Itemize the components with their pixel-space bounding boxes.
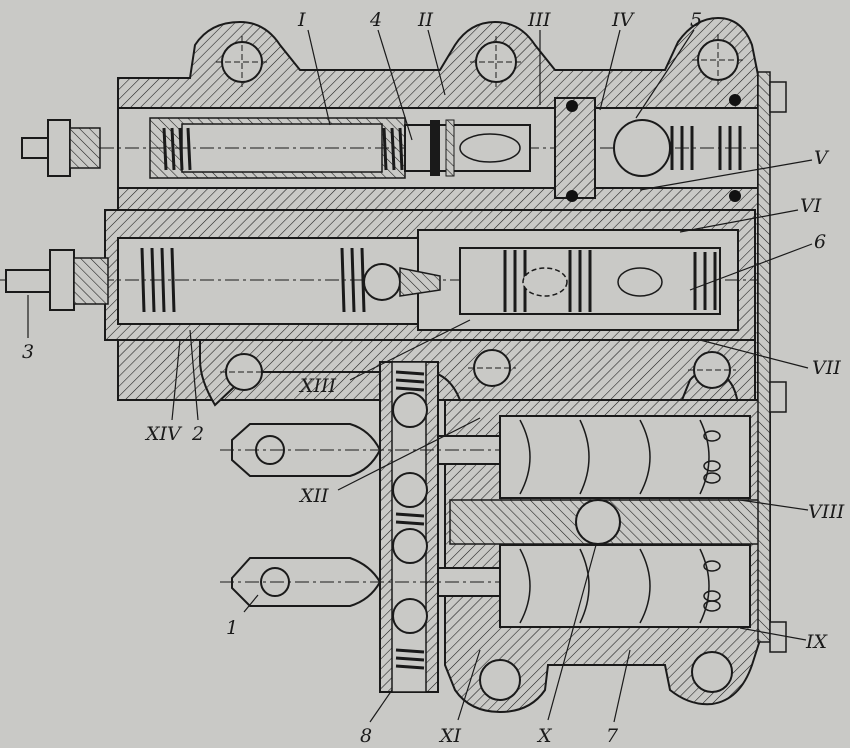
label-8: 8 [360, 725, 372, 747]
label-1: 1 [226, 617, 238, 639]
label-4: 4 [369, 9, 382, 31]
label-XII: XII [298, 485, 329, 507]
label-7: 7 [606, 725, 619, 747]
label-3: 3 [22, 341, 34, 363]
label-IX: IX [805, 631, 829, 653]
end-cover-plate [757, 71, 787, 653]
label-XI: XI [438, 725, 462, 747]
label-XIV: XIV [144, 423, 183, 445]
label-6: 6 [814, 231, 826, 253]
valve-spool-4 [404, 119, 531, 177]
label-IV: IV [611, 9, 636, 31]
mounting-lug-top-left [216, 36, 268, 88]
mounting-lug-bottom-right [691, 651, 733, 693]
mounting-lug-top-middle [470, 36, 522, 88]
control-rod-upper [220, 423, 501, 477]
label-I: I [297, 9, 306, 31]
adjusting-screw-lower [5, 249, 109, 311]
distributor-spool-lower [519, 548, 721, 624]
adjusting-screw-upper [21, 119, 101, 177]
mounting-lug-top-right [692, 34, 744, 86]
upper-spring-right [382, 127, 404, 171]
check-ball-middle [363, 263, 441, 301]
label-VIII: VIII [808, 501, 845, 523]
detent-housing-8 [379, 361, 439, 693]
label-V: V [814, 147, 830, 169]
leader-lines [27, 29, 813, 723]
valve-seat-5 [554, 97, 742, 199]
label-III: III [527, 9, 551, 31]
upper-spring-left [162, 127, 192, 171]
label-VI: VI [800, 195, 822, 217]
label-VII: VII [812, 357, 841, 379]
mounting-lug-bottom-center [479, 659, 521, 701]
valve-spool-6 [459, 247, 721, 315]
label-II: II [417, 9, 434, 31]
distributor-spool-upper [519, 419, 721, 495]
mounting-lug-mid-center [468, 349, 516, 387]
mounting-lug-mid-left [220, 353, 268, 391]
label-XIII: XIII [298, 375, 337, 397]
label-2: 2 [191, 423, 204, 445]
label-X: X [536, 725, 553, 747]
mounting-lug-mid-right [688, 351, 736, 389]
part-labels: I 4 II III IV 5 V VI 6 3 XIII VII XIV 2 … [22, 9, 845, 747]
control-rod-lower [220, 557, 501, 607]
middle-spring [140, 247, 366, 313]
label-5: 5 [690, 9, 702, 31]
